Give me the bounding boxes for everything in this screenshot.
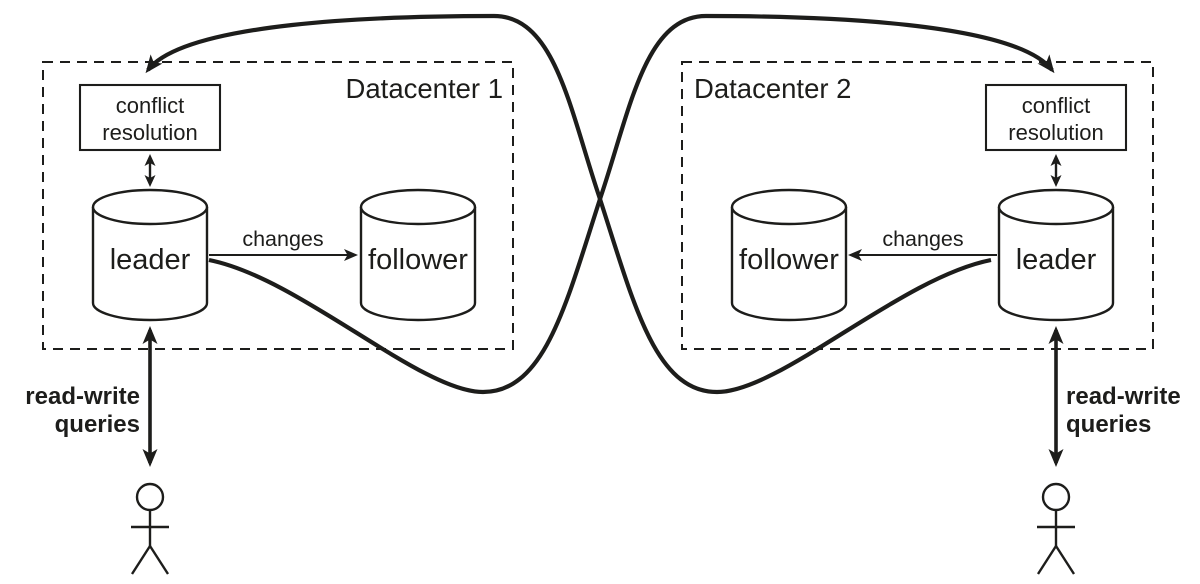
client-2-leg-right (1054, 545, 1076, 575)
read-write-label-line1-dc1: read-write (25, 383, 140, 410)
conflict-resolution-label-line2-dc2: resolution (1008, 120, 1103, 145)
follower-cylinder-top-dc2 (730, 188, 848, 226)
follower-cylinder-top-dc1 (359, 188, 477, 226)
conflict-resolution-node-dc1: conflict resolution (78, 83, 222, 152)
conflict-resolution-label-line2-dc1: resolution (102, 120, 197, 145)
read-write-label-line2-dc1: queries (55, 411, 140, 438)
conflict-resolution-label-line1-dc1: conflict (116, 93, 184, 118)
leader-label-dc2: leader (1016, 244, 1097, 276)
conflict-resolution-node-dc2: conflict resolution (984, 83, 1128, 152)
stick-figure-client-1 (130, 482, 170, 575)
leader-cylinder-body-dc1 (91, 207, 209, 322)
follower-label-dc1: follower (368, 244, 468, 276)
client-2-head (1041, 482, 1071, 512)
conflict-resolution-box-dc2 (984, 83, 1128, 152)
follower-cylinder-body-dc1 (359, 207, 477, 322)
follower-cylinder-body-dc2 (730, 207, 848, 322)
read-write-label-line1-dc2: read-write (1066, 383, 1181, 410)
datacenter-2: Datacenter 2 conflict resolution followe… (681, 61, 1154, 350)
datacenter-2-boundary (681, 61, 1154, 350)
datacenter-1-label: Datacenter 1 (346, 73, 503, 104)
datacenter-2-label: Datacenter 2 (694, 73, 851, 104)
leader-db-dc1: leader (91, 188, 209, 322)
follower-db-dc2: follower (730, 188, 848, 322)
datacenter-1: Datacenter 1 conflict resolution leader … (42, 61, 514, 350)
leader-db-dc2: leader (997, 188, 1115, 322)
client-1-leg-right (148, 545, 170, 575)
client-1-leg-left (130, 545, 152, 575)
client-1-head (135, 482, 165, 512)
replication-arrow-dc2-to-dc1 (145, 13, 992, 395)
conflict-resolution-label-line1-dc2: conflict (1022, 93, 1090, 118)
datacenter-1-boundary (42, 61, 514, 350)
leader-cylinder-top-dc2 (997, 188, 1115, 226)
follower-db-dc1: follower (359, 188, 477, 322)
client-1: read-write queries (25, 326, 170, 575)
changes-label-dc2: changes (882, 227, 963, 251)
conflict-resolution-box-dc1 (78, 83, 222, 152)
leader-cylinder-top-dc1 (91, 188, 209, 226)
stick-figure-client-2 (1036, 482, 1076, 575)
follower-label-dc2: follower (739, 244, 839, 276)
leader-cylinder-body-dc2 (997, 207, 1115, 322)
changes-label-dc1: changes (242, 227, 323, 251)
leader-label-dc1: leader (110, 244, 191, 276)
client-2: read-write queries (1036, 326, 1181, 575)
read-write-label-line2-dc2: queries (1066, 411, 1151, 438)
client-2-leg-left (1036, 545, 1058, 575)
replication-arrow-dc1-to-dc2 (208, 13, 1055, 395)
